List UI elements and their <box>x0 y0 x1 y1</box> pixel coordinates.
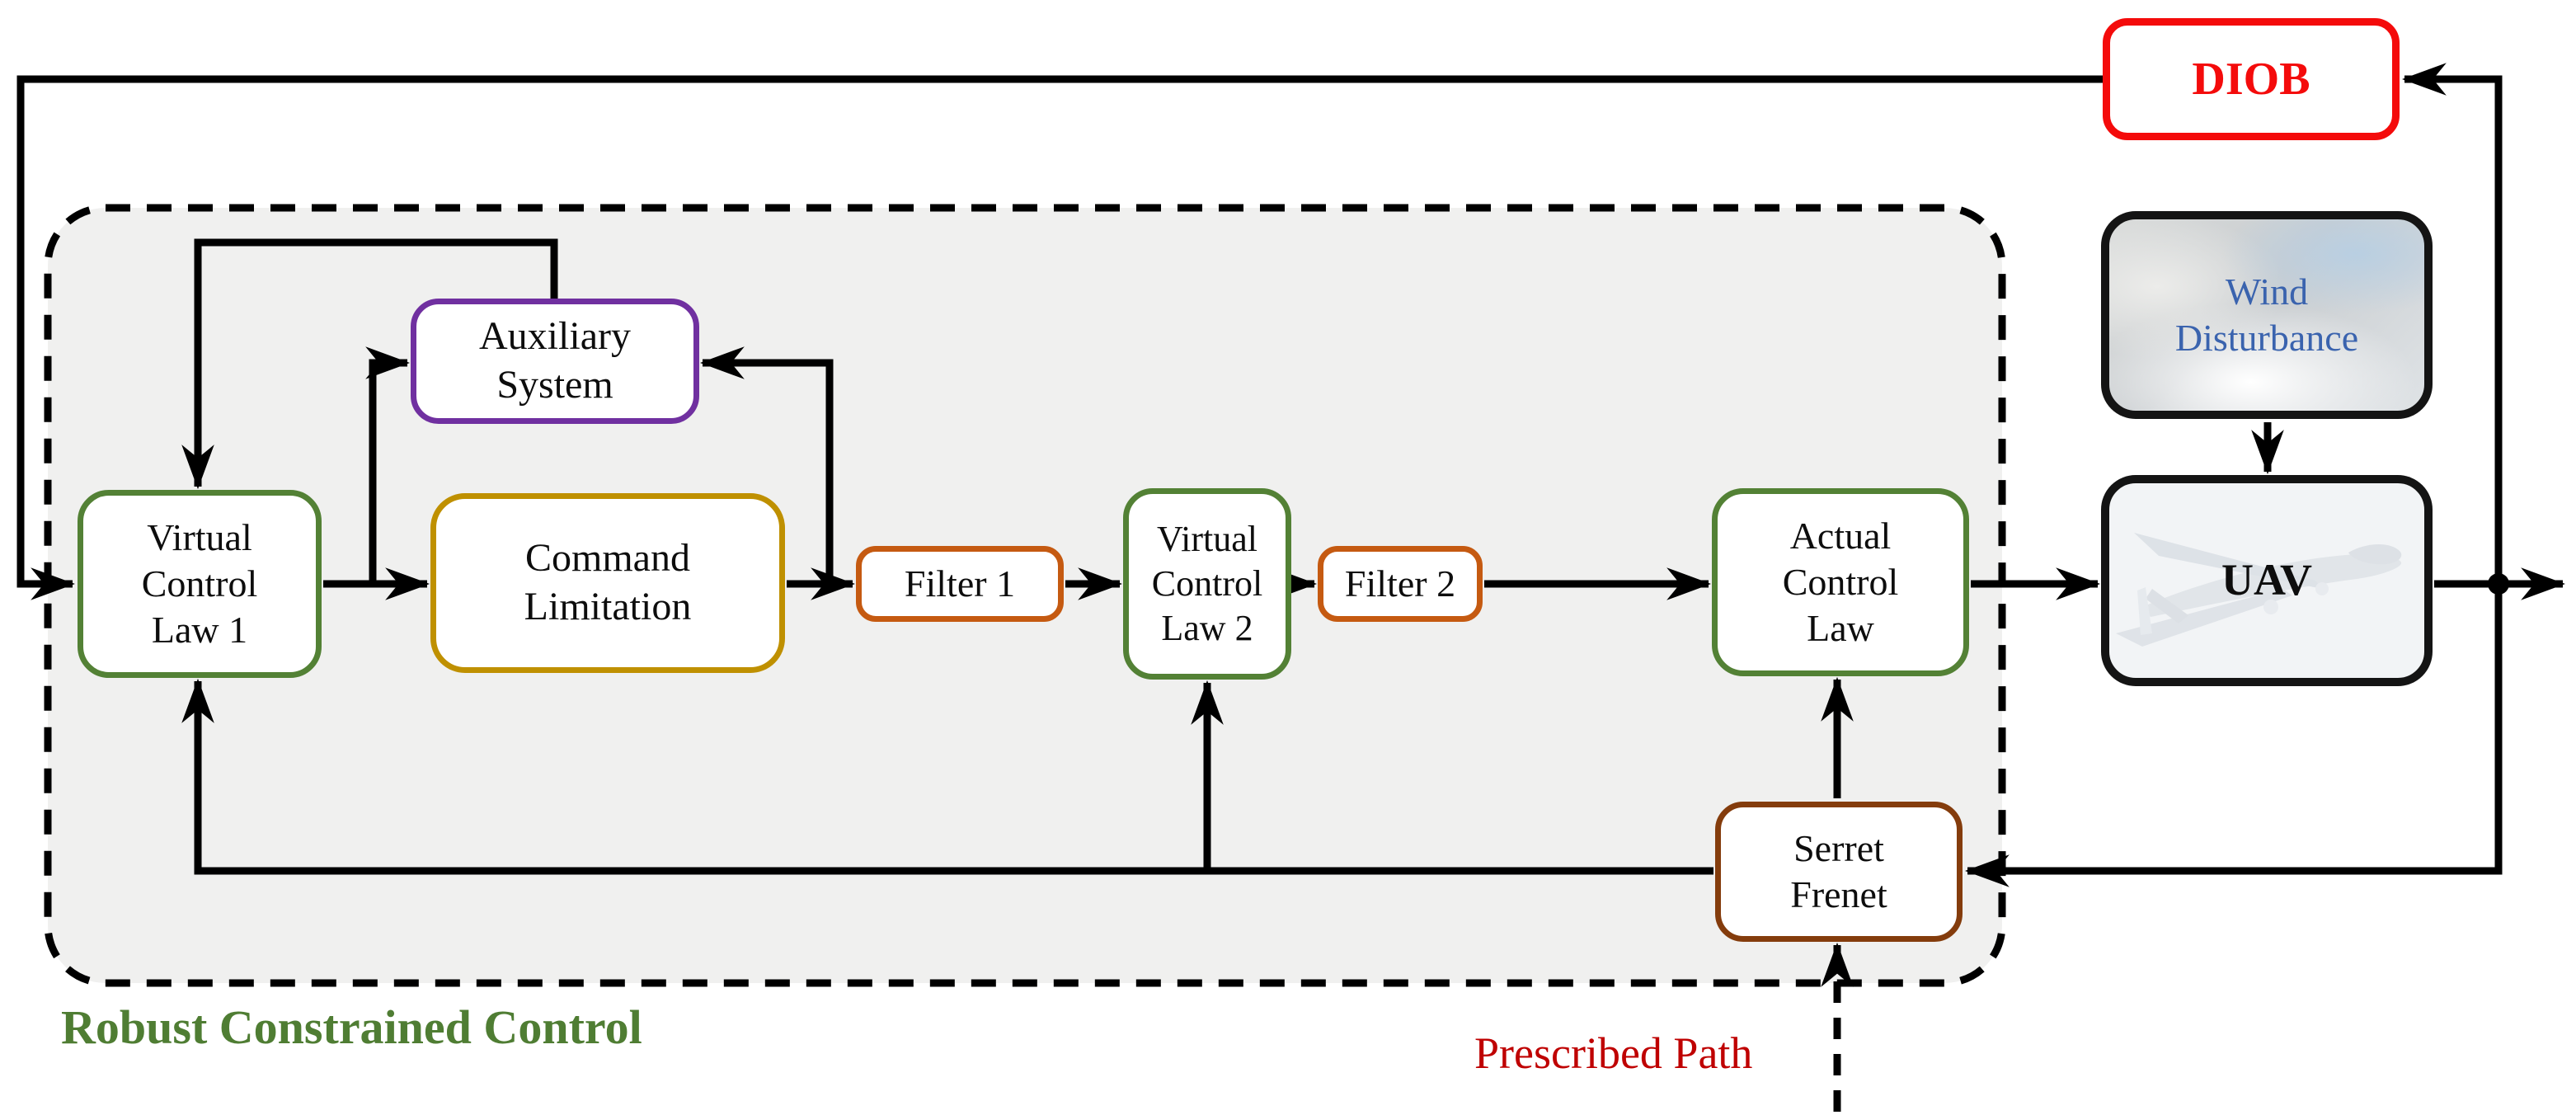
filter-2-label: Filter 2 <box>1344 562 1456 605</box>
command-limitation-box: Command Limitation <box>430 493 785 673</box>
actual-control-law-label: Actual Control Law <box>1782 514 1899 650</box>
uav-box: UAV <box>2101 475 2433 686</box>
virtual-control-law-2-box: Virtual Control Law 2 <box>1123 488 1291 680</box>
connector-diob-to-vcl1 <box>16 75 2104 600</box>
connector-aux-to-vcl1-top <box>181 238 558 490</box>
prescribed-path-caption: Prescribed Path <box>1474 1028 1753 1078</box>
filter-1-label: Filter 1 <box>904 562 1016 605</box>
diob-label: DIOB <box>2192 53 2310 105</box>
actual-control-law-box: Actual Control Law <box>1712 488 1969 676</box>
connector-filter1-input-to-aux-right <box>699 346 834 584</box>
command-limitation-label: Command Limitation <box>524 536 692 628</box>
auxiliary-system-box: Auxiliary System <box>411 299 699 424</box>
connector-uav-to-serret-frenet <box>1964 584 2503 887</box>
robust-constrained-control-caption: Robust Constrained Control <box>61 1000 642 1054</box>
filter-1-box: Filter 1 <box>856 546 1064 622</box>
connector-vcl1-to-aux-left <box>365 346 411 584</box>
wind-disturbance-label: Wind Disturbance <box>2174 270 2359 359</box>
wind-disturbance-box: Wind Disturbance <box>2101 211 2433 419</box>
virtual-control-law-1-label: Virtual Control Law 1 <box>141 515 258 652</box>
auxiliary-system-label: Auxiliary System <box>479 314 631 407</box>
virtual-control-law-2-label: Virtual Control Law 2 <box>1151 519 1263 648</box>
serret-frenet-label: Serret Frenet <box>1790 826 1887 915</box>
uav-aircraft-image <box>2116 533 2402 647</box>
diob-box: DIOB <box>2103 18 2400 140</box>
uav-label: UAV <box>2221 555 2313 605</box>
filter-2-box: Filter 2 <box>1318 546 1483 622</box>
connector-uav-to-diob <box>2401 63 2503 584</box>
serret-frenet-box: Serret Frenet <box>1715 802 1963 942</box>
virtual-control-law-1-box: Virtual Control Law 1 <box>78 490 322 678</box>
